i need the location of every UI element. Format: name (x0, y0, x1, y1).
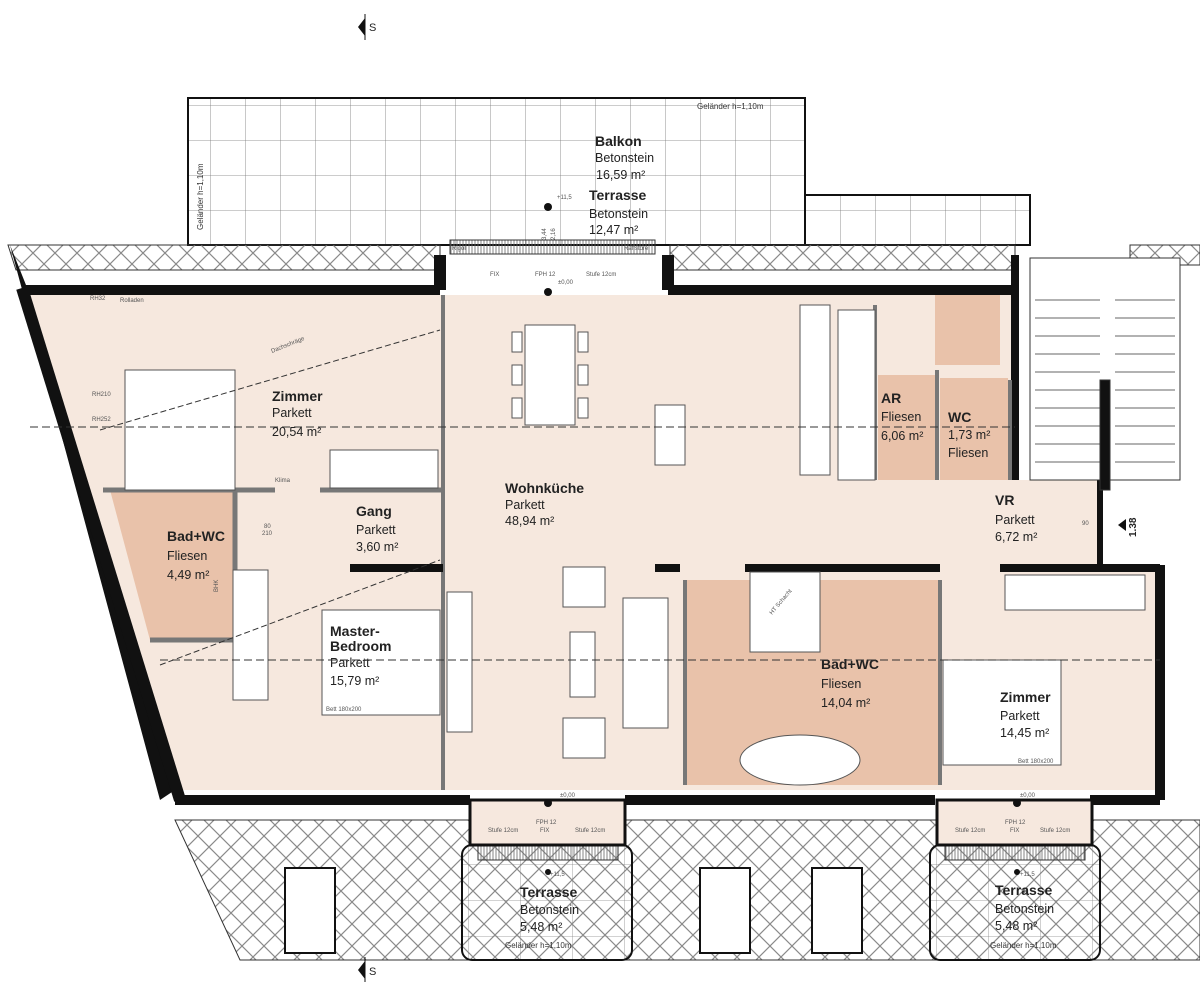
br-fph: FPH 12 (1005, 820, 1026, 826)
bl-level: ±0,00 (560, 793, 576, 799)
master-area: 15,79 m² (330, 674, 379, 688)
roof-slope-line (99, 329, 441, 666)
dim-b: 2,16 (551, 228, 557, 240)
terrasse-right-railing: Geländer h=1,10m (990, 941, 1057, 950)
vr-floor: Parkett (995, 513, 1035, 527)
master-name-2: Bedroom (330, 638, 391, 654)
gang-area: 3,60 m² (356, 540, 398, 554)
terrasse-left-railing: Geländer h=1,10m (505, 941, 572, 950)
balkon-floor: Betonstein (595, 151, 654, 165)
bl-fph: FPH 12 (536, 820, 557, 826)
wc-floor: Fliesen (948, 446, 988, 460)
level-outside-top: +11,5 (557, 195, 572, 201)
top-level: ±0,00 (558, 280, 574, 286)
terrasse-top-floor: Betonstein (589, 207, 648, 221)
top-raffstore: Raffstore (624, 246, 649, 252)
wc-area: 1,73 m² (948, 428, 990, 442)
ar-area: 6,06 m² (881, 429, 923, 443)
master-name-1: Master- (330, 623, 380, 639)
height-line (30, 426, 1160, 661)
rh252-label: RH252 (92, 417, 111, 423)
wohnkueche-floor: Parkett (505, 498, 545, 512)
terrasse-top-name: Terrasse (589, 187, 647, 203)
top-fph: FPH 12 (535, 272, 556, 278)
vr-area: 6,72 m² (995, 530, 1037, 544)
wohnkueche-name: Wohnküche (505, 480, 584, 496)
balkon-name: Balkon (595, 133, 642, 149)
terrasse-left-name: Terrasse (520, 884, 578, 900)
rolladen-label: Rolladen (120, 298, 144, 304)
top-step: Stufe 12cm (586, 272, 616, 278)
zimmer2-bed: Bett 180x200 (1018, 759, 1054, 765)
staircase (1029, 257, 1181, 491)
entry-level: 1.38 (1128, 517, 1139, 537)
terrasse-right-name: Terrasse (995, 882, 1053, 898)
master-bed: Bett 180x200 (326, 707, 362, 713)
br-outside: +11,5 (1020, 872, 1035, 878)
section-label-bottom: S (369, 966, 376, 978)
br-fix: FIX (1010, 828, 1019, 834)
entry-arrow-icon (1118, 519, 1126, 531)
br-level: ±0,00 (1020, 793, 1036, 799)
door-height: 210 (262, 531, 273, 537)
balkon-area: 16,59 m² (596, 168, 645, 182)
terrasse-left-floor: Betonstein (520, 903, 579, 917)
door-width: 80 (264, 524, 271, 530)
section-marker-top: S (358, 14, 376, 40)
bad1-floor: Fliesen (167, 549, 207, 563)
railing-note-top: Geländer h=1,10m (697, 102, 764, 111)
zimmer2-area: 14,45 m² (1000, 726, 1049, 740)
zimmer1-area: 20,54 m² (272, 425, 321, 439)
zimmer1-name: Zimmer (272, 388, 323, 404)
top-rigol: Rigol (452, 246, 466, 252)
railing-note-side: Geländer h=1,10m (196, 163, 205, 230)
gang-name: Gang (356, 503, 392, 519)
ar-floor: Fliesen (881, 410, 921, 424)
zimmer2-name: Zimmer (1000, 689, 1051, 705)
bad1-area: 4,49 m² (167, 568, 209, 582)
terrasse-top-area: 12,47 m² (589, 223, 638, 237)
bad2-floor: Fliesen (821, 677, 861, 691)
dim-a: 3,44 (542, 228, 548, 240)
bad1-name: Bad+WC (167, 528, 225, 544)
br-step-left: Stufe 12cm (955, 828, 985, 834)
br-step-right: Stufe 12cm (1040, 828, 1070, 834)
zimmer2-floor: Parkett (1000, 709, 1040, 723)
wohnkueche-area: 48,94 m² (505, 514, 554, 528)
bhk-label: BHK (214, 580, 220, 592)
klima-label: Klima (275, 478, 291, 484)
wc-name: WC (948, 409, 971, 425)
master-floor: Parkett (330, 656, 370, 670)
zimmer1-floor: Parkett (272, 406, 312, 420)
rh210-label: RH210 (92, 392, 111, 398)
gang-floor: Parkett (356, 523, 396, 537)
ar-name: AR (881, 390, 901, 406)
bottom-terraces (284, 239, 1101, 961)
terrasse-left-area: 5,48 m² (520, 920, 562, 934)
bl-step-left: Stufe 12cm (488, 828, 518, 834)
bl-fix: FIX (540, 828, 549, 834)
bad2-area: 14,04 m² (821, 696, 870, 710)
walls (10, 245, 1165, 805)
bad2-name: Bad+WC (821, 656, 879, 672)
rh32-label: RH32 (90, 296, 106, 302)
top-fix: FIX (490, 272, 499, 278)
terrasse-right-area: 5,48 m² (995, 919, 1037, 933)
vr-name: VR (995, 492, 1014, 508)
level-markers (544, 203, 1021, 875)
door-width-entry: 90 (1082, 521, 1089, 527)
top-balcony (187, 97, 1031, 246)
bl-step-right: Stufe 12cm (575, 828, 605, 834)
terrasse-right-floor: Betonstein (995, 902, 1054, 916)
section-label-top: S (369, 22, 376, 34)
section-marker-bottom: S (358, 957, 376, 982)
bl-outside: +11,5 (550, 872, 565, 878)
